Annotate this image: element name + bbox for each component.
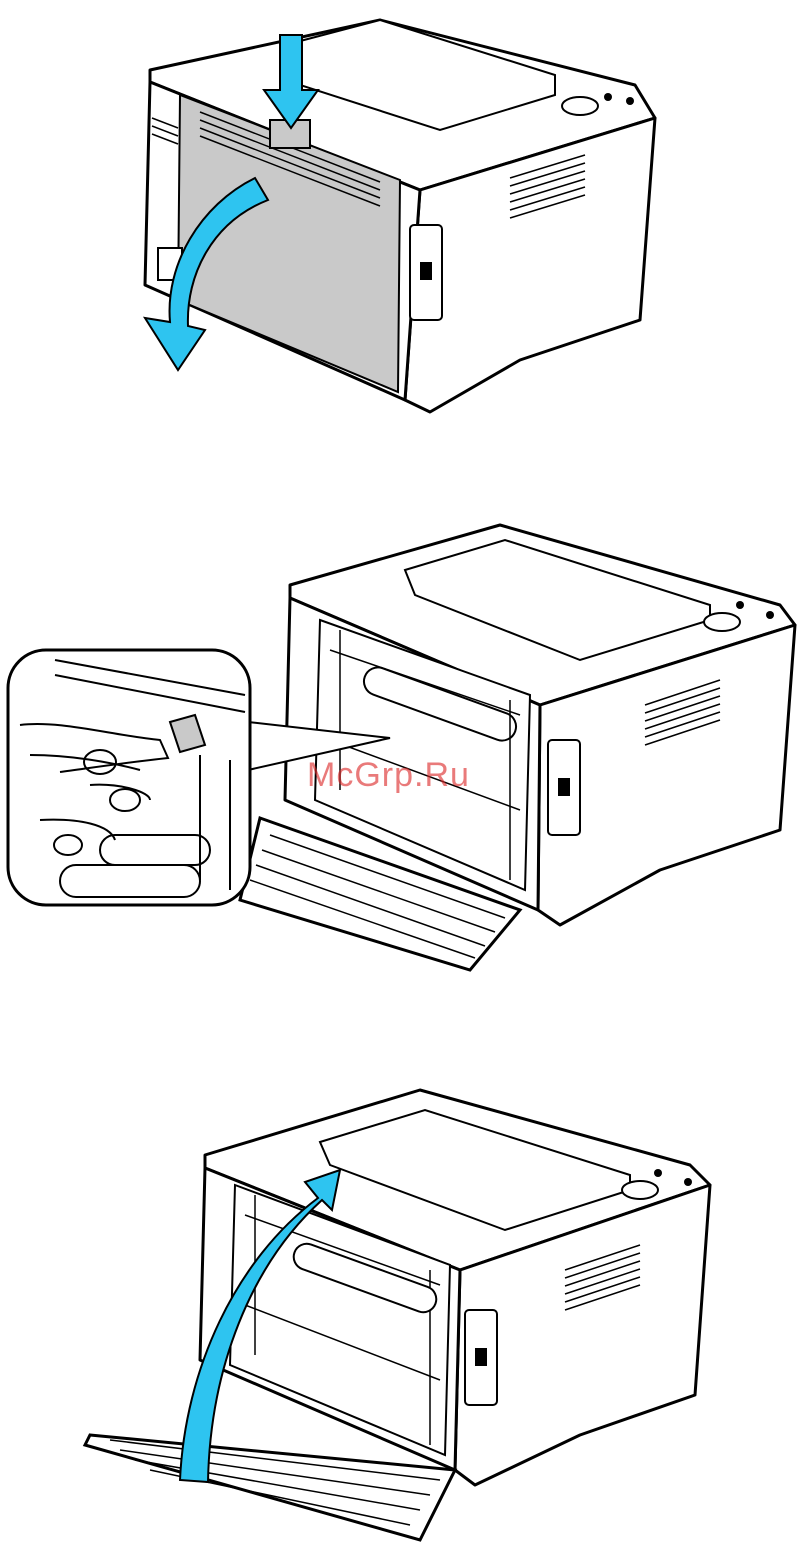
- printer-illustration-2: [0, 500, 799, 1000]
- curved-arrow-up-icon: [180, 1170, 340, 1482]
- step-3-close-rear-door: [0, 1070, 799, 1552]
- curved-arrow-down-icon: [145, 178, 268, 370]
- step-1-arrows: [0, 0, 799, 430]
- step-3-arrows: [0, 1070, 799, 1552]
- down-arrow-icon: [264, 35, 318, 128]
- step-2-lift-lever: [0, 500, 799, 1000]
- magnifier-callout: [8, 650, 250, 905]
- step-1-open-rear-door: [0, 0, 799, 430]
